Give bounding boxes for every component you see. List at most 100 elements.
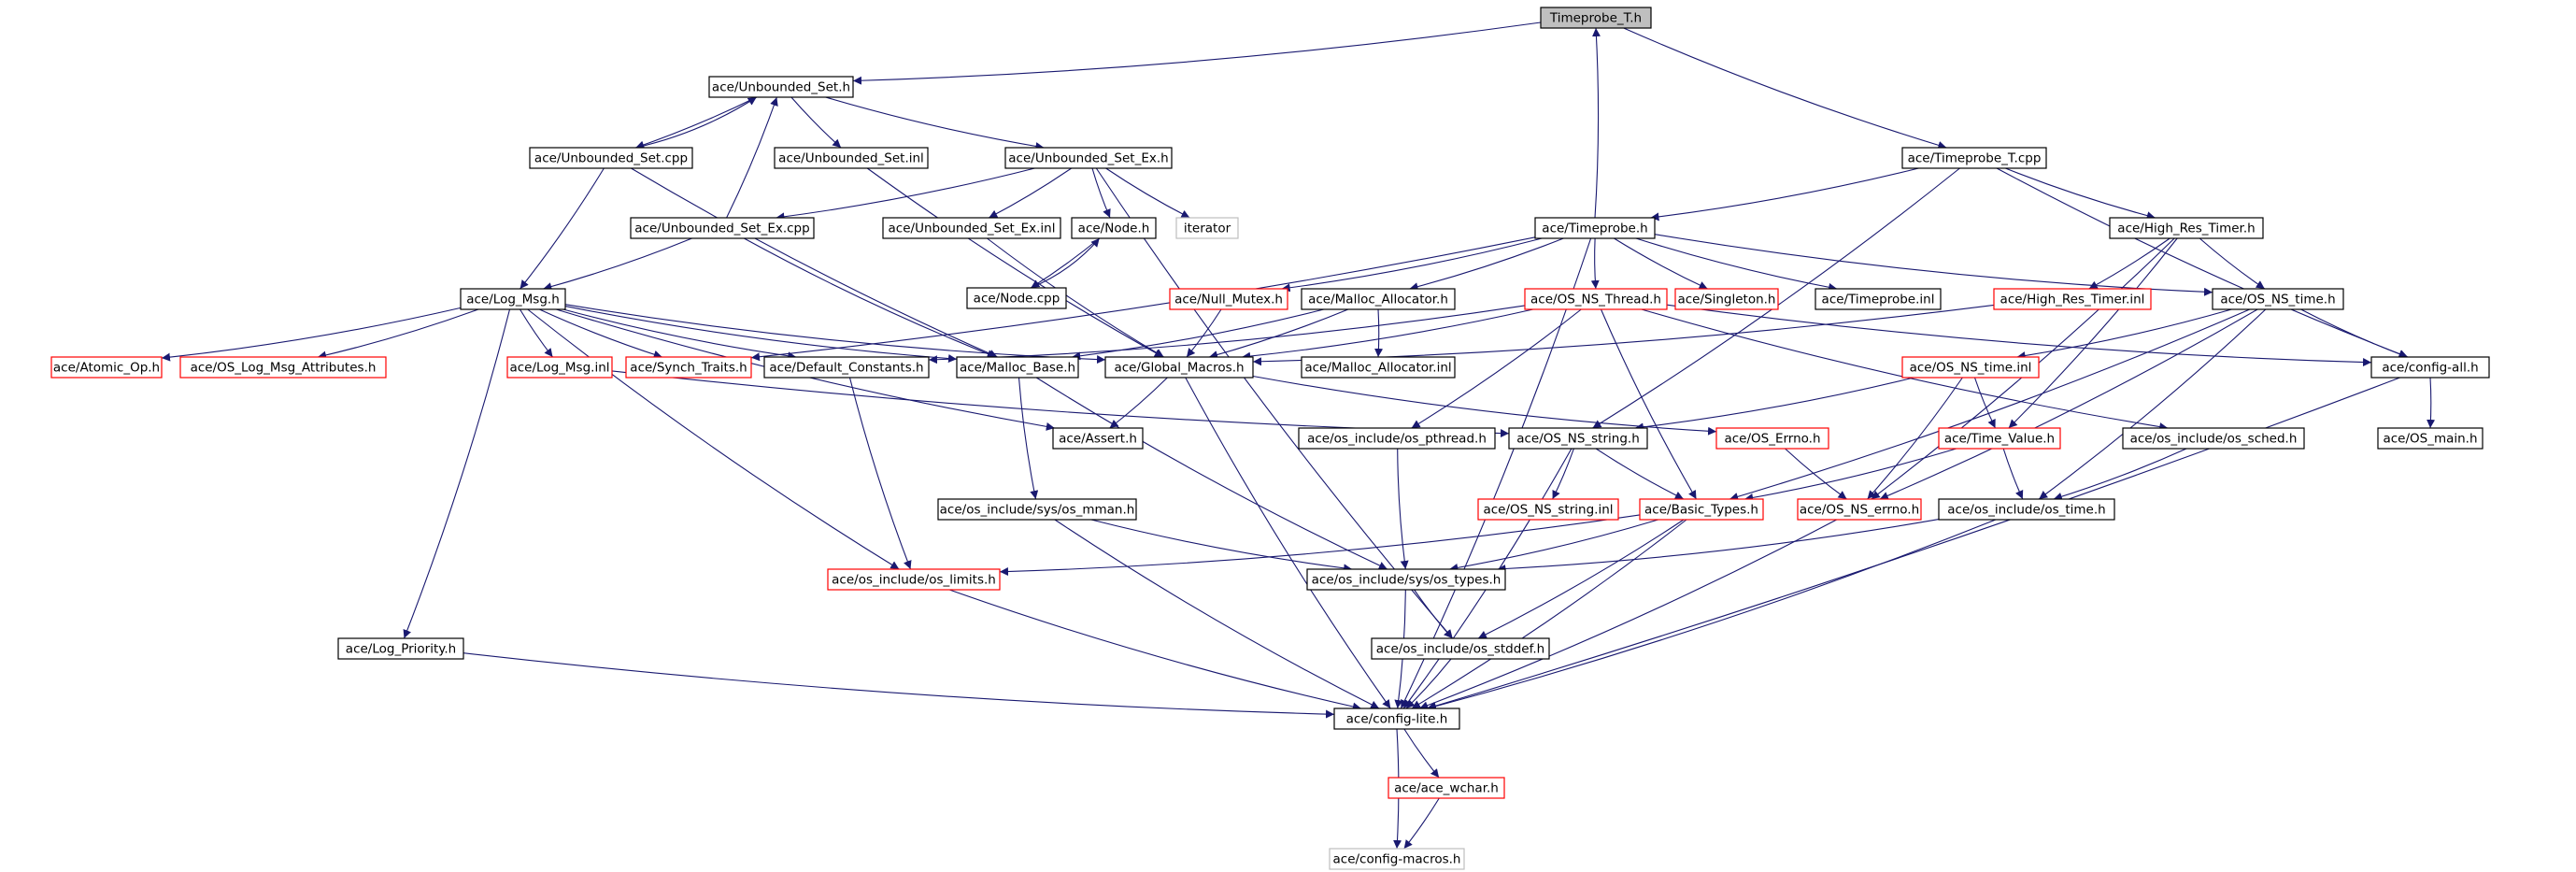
node-os-log-msg-attributes-h[interactable]: ace/OS_Log_Msg_Attributes.h (179, 356, 387, 379)
node-label: ace/Node.cpp (974, 292, 1060, 307)
node-basic-types-h[interactable]: ace/Basic_Types.h (1639, 498, 1764, 521)
node-timeprobe-inl[interactable]: ace/Timeprobe.inl (1815, 288, 1942, 310)
node-label: ace/Malloc_Base.h (960, 361, 1075, 376)
node-box (460, 288, 566, 310)
node-unbounded-set-ex-h[interactable]: ace/Unbounded_Set_Ex.h (1004, 147, 1173, 169)
node-os-main-h[interactable]: ace/OS_main.h (2377, 427, 2483, 450)
node-high-res-timer-inl[interactable]: ace/High_Res_Timer.inl (1993, 288, 2152, 310)
node-null-mutex-h[interactable]: ace/Null_Mutex.h (1169, 288, 1288, 310)
edge-node-cpp-to-node-h (1031, 237, 1101, 289)
node-box (1524, 288, 1668, 310)
node-os-time-h[interactable]: ace/os_include/os_time.h (1938, 498, 2115, 521)
node-malloc-allocator-h[interactable]: ace/Malloc_Allocator.h (1301, 288, 1456, 310)
node-malloc-allocator-inl[interactable]: ace/Malloc_Allocator.inl (1301, 356, 1456, 379)
edge-timeprobe-h-to-timeprobe-inl (1635, 237, 1838, 292)
node-global-macros-h[interactable]: ace/Global_Macros.h (1104, 356, 1254, 379)
node-synch-traits-h[interactable]: ace/Synch_Traits.h (625, 356, 752, 379)
node-assert-h[interactable]: ace/Assert.h (1052, 427, 1144, 450)
node-time-value-h[interactable]: ace/Time_Value.h (1938, 427, 2061, 450)
node-timeprobe-t-h[interactable]: Timeprobe_T.h (1540, 7, 1652, 29)
edge-high-res-timer-inl-to-global-macros-h (1252, 304, 1995, 366)
node-os-ns-errno-h[interactable]: ace/OS_NS_errno.h (1797, 498, 1922, 521)
node-log-msg-h[interactable]: ace/Log_Msg.h (460, 288, 566, 310)
edge-unbounded-set-ex-cpp-to-malloc-base-h (744, 237, 996, 358)
edge-log-msg-inl-to-os-ns-string-h (611, 370, 1510, 438)
node-label: ace/os_include/os_stddef.h (1376, 642, 1544, 657)
node-os-ns-time-h[interactable]: ace/OS_NS_time.h (2212, 288, 2344, 310)
edge-os-time-h-to-os-types-h (1497, 519, 1940, 574)
edge-os-ns-thread-h-to-basic-types-h (1600, 308, 1697, 500)
node-iterator[interactable]: iterator (1175, 217, 1239, 239)
node-high-res-timer-h[interactable]: ace/High_Res_Timer.h (2109, 217, 2264, 239)
node-box (1815, 288, 1942, 310)
node-os-types-h[interactable]: ace/os_include/sys/os_types.h (1306, 568, 1506, 591)
node-unbounded-set-ex-cpp[interactable]: ace/Unbounded_Set_Ex.cpp (630, 217, 815, 239)
edge-log-msg-h-to-log-priority-h (403, 308, 511, 639)
nodes-layer: Timeprobe_T.h ace/Unbounded_Set.h ace/Time… (50, 7, 2490, 870)
node-os-ns-thread-h[interactable]: ace/OS_NS_Thread.h (1524, 288, 1668, 310)
node-box (1104, 356, 1254, 379)
node-os-ns-string-h[interactable]: ace/OS_NS_string.h (1508, 427, 1648, 450)
node-box (50, 356, 163, 379)
node-timeprobe-t-cpp[interactable]: ace/Timeprobe_T.cpp (1901, 147, 2047, 169)
edge-unbounded-set-inl-to-global-macros-h (866, 167, 1164, 358)
node-label: ace/Unbounded_Set_Ex.cpp (634, 222, 809, 236)
node-node-h[interactable]: ace/Node.h (1071, 217, 1157, 239)
edge-timeprobe-h-to-null-mutex-h (1281, 237, 1543, 293)
node-os-stddef-h[interactable]: ace/os_include/os_stddef.h (1371, 637, 1550, 660)
node-unbounded-set-cpp[interactable]: ace/Unbounded_Set.cpp (529, 147, 693, 169)
node-atomic-op-h[interactable]: ace/Atomic_Op.h (50, 356, 163, 379)
node-unbounded-set-inl[interactable]: ace/Unbounded_Set.inl (774, 147, 929, 169)
node-config-macros-h[interactable]: ace/config-macros.h (1329, 848, 1465, 870)
node-os-errno-h[interactable]: ace/OS_Errno.h (1715, 427, 1829, 450)
node-os-limits-h[interactable]: ace/os_include/os_limits.h (827, 568, 1001, 591)
node-os-pthread-h[interactable]: ace/os_include/os_pthread.h (1298, 427, 1496, 450)
node-box (1371, 637, 1550, 660)
edge-os-mman-h-to-config-lite-h (1054, 519, 1380, 709)
node-box (1534, 217, 1656, 239)
node-unbounded-set-h[interactable]: ace/Unbounded_Set.h (708, 76, 854, 98)
node-singleton-h[interactable]: ace/Singleton.h (1674, 288, 1779, 310)
edge-unbounded-set-cpp-to-malloc-base-h (631, 167, 998, 358)
node-os-ns-string-inl[interactable]: ace/OS_NS_string.inl (1477, 498, 1619, 521)
node-unbounded-set-ex-inl[interactable]: ace/Unbounded_Set_Ex.inl (882, 217, 1061, 239)
node-config-lite-h[interactable]: ace/config-lite.h (1333, 708, 1460, 730)
node-label: ace/os_include/os_pthread.h (1307, 432, 1487, 447)
edge-time-value-h-to-basic-types-h (1744, 448, 1957, 502)
node-os-mman-h[interactable]: ace/os_include/sys/os_mman.h (937, 498, 1137, 521)
edge-unbounded-set-cpp-to-log-msg-h (519, 167, 605, 290)
edge-basic-types-h-to-os-limits-h (999, 514, 1641, 577)
node-box (1938, 427, 2061, 450)
node-timeprobe-h[interactable]: ace/Timeprobe.h (1534, 217, 1656, 239)
edge-high-res-timer-h-to-high-res-timer-inl (2088, 237, 2170, 290)
edge-timeprobe-t-cpp-to-config-all-h (1996, 167, 2409, 358)
node-label: ace/OS_NS_time.h (2220, 293, 2335, 307)
node-os-ns-time-inl[interactable]: ace/OS_NS_time.inl (1901, 356, 2040, 379)
edge-log-msg-h-to-os-limits-h (527, 308, 900, 570)
edge-malloc-allocator-h-to-global-macros-h (1208, 308, 1349, 359)
node-label: ace/Timeprobe_T.cpp (1908, 151, 2042, 166)
edge-os-ns-string-h-to-basic-types-h (1595, 448, 1685, 500)
edge-unbounded-set-ex-inl-to-global-macros-h (987, 237, 1164, 358)
node-malloc-base-h[interactable]: ace/Malloc_Base.h (956, 356, 1079, 379)
edge-os-ns-time-h-to-os-ns-time-inl (2016, 308, 2232, 361)
node-ace-wchar-h[interactable]: ace/ace_wchar.h (1388, 777, 1505, 799)
node-config-all-h[interactable]: ace/config-all.h (2370, 356, 2490, 379)
node-node-cpp[interactable]: ace/Node.cpp (966, 287, 1067, 309)
node-box (625, 356, 752, 379)
node-label: ace/Assert.h (1059, 432, 1137, 447)
node-log-msg-inl[interactable]: ace/Log_Msg.inl (506, 356, 613, 379)
edge-null-mutex-h-to-global-macros-h (1186, 308, 1222, 358)
edge-time-value-h-to-os-time-h (2002, 448, 2024, 500)
edge-log-msg-h-to-synch-traits-h (539, 308, 662, 359)
node-label: ace/Log_Priority.h (346, 642, 456, 657)
node-os-sched-h[interactable]: ace/os_include/os_sched.h (2122, 427, 2305, 450)
node-box (937, 498, 1137, 521)
edge-os-ns-thread-h-to-global-macros-h (1242, 308, 1533, 361)
edge-global-macros-h-to-config-lite-h (1185, 377, 1391, 709)
node-log-priority-h[interactable]: ace/Log_Priority.h (337, 637, 464, 660)
node-default-constants-h[interactable]: ace/Default_Constants.h (763, 356, 930, 379)
node-box (1298, 427, 1496, 450)
edge-os-ns-thread-h-to-os-pthread-h (1411, 308, 1582, 429)
node-box (1388, 777, 1505, 799)
